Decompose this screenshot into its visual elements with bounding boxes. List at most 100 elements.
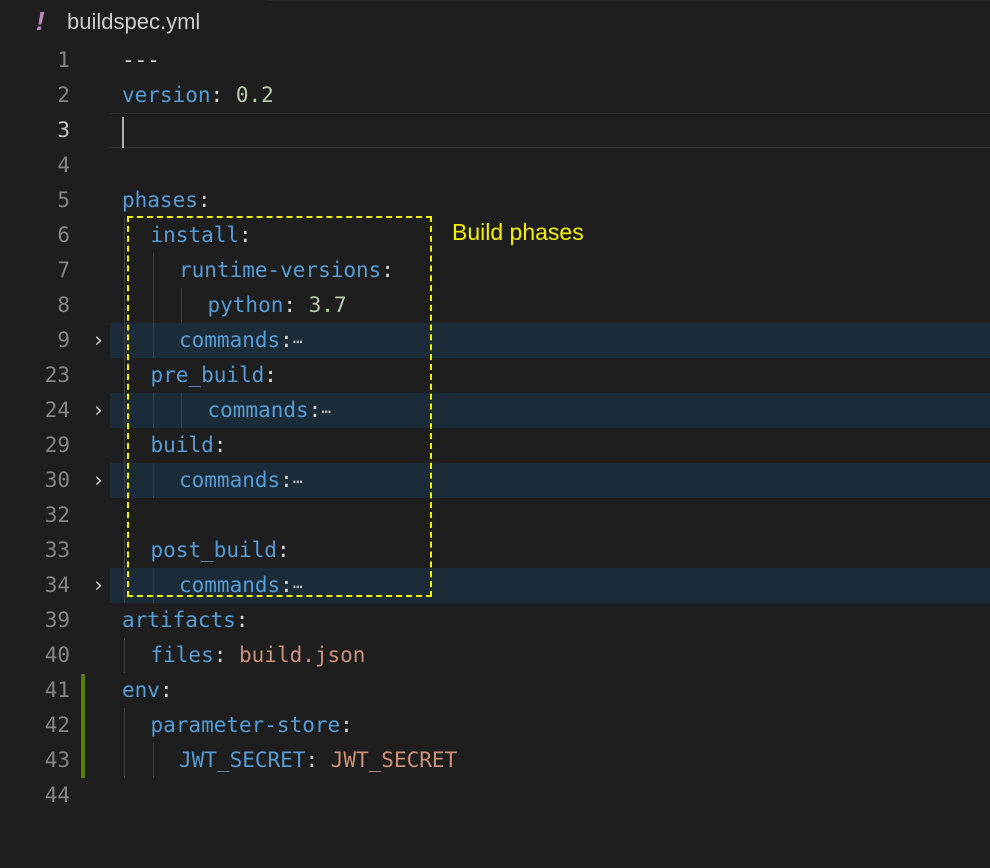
- folded-region-highlight: [110, 323, 990, 358]
- code-text[interactable]: phases:: [122, 183, 211, 218]
- code-text[interactable]: JWT_SECRET: JWT_SECRET: [179, 743, 457, 778]
- code-line[interactable]: 4: [0, 148, 990, 183]
- indent-guide: [124, 708, 125, 743]
- code-text[interactable]: build:: [151, 428, 227, 463]
- code-text[interactable]: commands:⋯: [179, 323, 302, 359]
- code-text[interactable]: python: 3.7: [208, 288, 347, 323]
- yaml-punctuation: ---: [122, 48, 160, 72]
- code-line[interactable]: 43 JWT_SECRET: JWT_SECRET: [0, 743, 990, 778]
- tab-divider: [268, 0, 990, 1]
- chevron-right-icon[interactable]: ›: [92, 328, 105, 352]
- yaml-key: commands: [179, 468, 281, 492]
- code-line[interactable]: 3: [0, 113, 990, 148]
- indent-guide: [152, 463, 154, 498]
- code-text[interactable]: parameter-store:: [151, 708, 353, 743]
- folded-ellipsis-icon[interactable]: ⋯: [321, 402, 331, 421]
- line-number: 7: [57, 258, 70, 282]
- yaml-punctuation: :: [213, 433, 227, 457]
- code-text[interactable]: commands:⋯: [179, 568, 302, 604]
- indent-guide: [152, 323, 154, 358]
- chevron-right-icon[interactable]: ›: [92, 573, 105, 597]
- yaml-punctuation: :: [280, 573, 293, 597]
- yaml-number: 0.2: [235, 83, 274, 107]
- code-line[interactable]: 32: [0, 498, 990, 533]
- yaml-punctuation: :: [280, 468, 293, 492]
- code-text[interactable]: artifacts:: [122, 603, 248, 638]
- folded-ellipsis-icon[interactable]: ⋯: [292, 577, 303, 596]
- indent-guide: [124, 533, 125, 568]
- code-line[interactable]: 2 version: 0.2: [0, 78, 990, 113]
- line-number: 43: [44, 748, 70, 772]
- code-line[interactable]: 24›commands:⋯: [0, 393, 990, 428]
- indent-guide: [152, 253, 154, 288]
- line-number: 39: [44, 608, 70, 632]
- yaml-key: version: [122, 83, 211, 107]
- chevron-right-icon[interactable]: ›: [92, 468, 105, 492]
- indent-guide: [152, 393, 154, 428]
- code-line[interactable]: 6 install:: [0, 218, 990, 253]
- yaml-punctuation: :: [197, 188, 211, 212]
- chevron-right-icon[interactable]: ›: [92, 398, 105, 422]
- git-added-lines-indicator[interactable]: [81, 674, 85, 778]
- line-number: 44: [44, 783, 70, 807]
- editor-tab-header: ! buildspec.yml: [0, 0, 990, 44]
- code-line[interactable]: 7 runtime-versions:: [0, 253, 990, 288]
- line-number: 3: [57, 118, 70, 142]
- code-line[interactable]: 1---: [0, 43, 990, 78]
- yaml-punctuation: :: [213, 643, 240, 667]
- indent-guide: [124, 568, 125, 603]
- code-text[interactable]: env:: [122, 673, 173, 708]
- yaml-punctuation: :: [159, 678, 173, 702]
- code-line[interactable]: 33 post_build:: [0, 533, 990, 568]
- code-text[interactable]: ---: [122, 43, 160, 78]
- code-line[interactable]: 39 artifacts:: [0, 603, 990, 638]
- file-name[interactable]: buildspec.yml: [67, 9, 201, 34]
- yaml-key: env: [122, 678, 160, 702]
- line-number: 6: [57, 223, 70, 247]
- code-text[interactable]: runtime-versions:: [179, 253, 394, 288]
- code-text[interactable]: pre_build:: [151, 358, 277, 393]
- code-line[interactable]: 30 › commands:⋯: [0, 463, 990, 498]
- yaml-punctuation: :: [239, 223, 252, 247]
- line-number: 2: [57, 83, 70, 107]
- yaml-punctuation: :: [235, 608, 249, 632]
- code-text[interactable]: commands:⋯: [179, 463, 302, 499]
- yaml-punctuation: :: [283, 293, 309, 317]
- code-text[interactable]: install:: [151, 218, 252, 253]
- code-line[interactable]: 34 › commands:⋯: [0, 568, 990, 603]
- yaml-key: parameter-store: [150, 713, 341, 737]
- code-text[interactable]: version: 0.2: [122, 78, 274, 113]
- line-number: 30: [44, 468, 70, 492]
- yaml-key: pre_build: [150, 363, 265, 387]
- line-number: 33: [44, 538, 70, 562]
- code-text[interactable]: post_build:: [151, 533, 290, 568]
- code-line[interactable]: 44: [0, 778, 990, 813]
- code-text[interactable]: files: build.json: [151, 638, 366, 673]
- yaml-key: artifacts: [122, 608, 236, 632]
- indent-guide: [124, 358, 125, 393]
- yaml-key: JWT_SECRET: [179, 748, 306, 772]
- line-number: 34: [44, 573, 70, 597]
- folded-ellipsis-icon[interactable]: ⋯: [292, 472, 303, 491]
- code-text[interactable]: commands:⋯: [208, 393, 331, 429]
- indent-guide: [124, 638, 125, 673]
- yaml-punctuation: :: [308, 398, 322, 422]
- yaml-punctuation: :: [305, 748, 331, 772]
- yaml-number: 3.7: [308, 293, 347, 317]
- build-phases-annotation: Build phases: [452, 219, 584, 245]
- yaml-punctuation: :: [276, 538, 290, 562]
- code-line[interactable]: 9 › commands:⋯: [0, 323, 990, 358]
- indent-guide: [124, 323, 125, 358]
- yaml-key: post_build: [150, 538, 277, 562]
- line-number: 9: [57, 328, 70, 352]
- folded-ellipsis-icon[interactable]: ⋯: [292, 332, 303, 351]
- yaml-key: files: [150, 643, 214, 667]
